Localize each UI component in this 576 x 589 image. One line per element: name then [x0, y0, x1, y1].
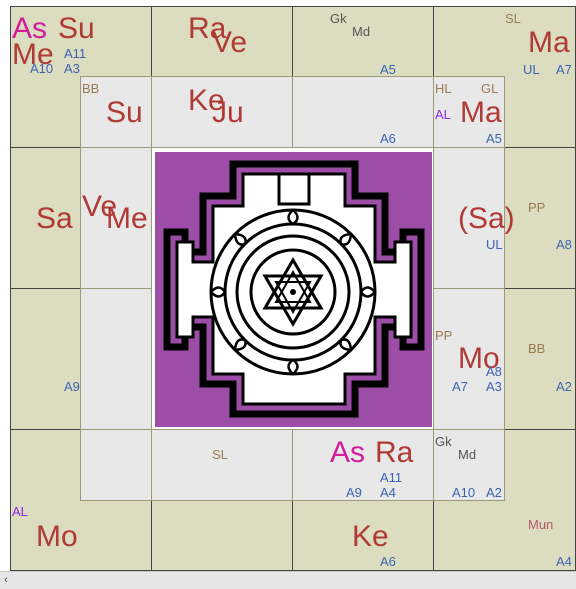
code-label: AL — [435, 107, 451, 122]
code-label: A5 — [380, 62, 396, 77]
sri-yantra-icon — [155, 152, 432, 427]
planet-mercury: Me — [106, 202, 148, 235]
code-label: Gk — [435, 434, 452, 449]
inner-cell-11 — [292, 429, 434, 501]
planet-mars: Ma — [460, 96, 502, 129]
inner-cell-8 — [433, 288, 505, 430]
inner-cell-9 — [80, 429, 152, 501]
code-label: A6 — [380, 554, 396, 569]
planet-ketu: Ke — [352, 520, 389, 553]
inner-cell-7 — [80, 288, 152, 430]
planet-mars: Ma — [528, 26, 570, 59]
inner-cell-10 — [151, 429, 293, 501]
planet-saturn-retro: (Sa) — [458, 202, 515, 235]
code-label: A7 — [556, 62, 572, 77]
code-label: A3 — [64, 61, 80, 76]
planet-sun: Su — [58, 12, 95, 45]
inner-cell-5 — [80, 147, 152, 289]
code-label: UL — [486, 237, 503, 252]
code-label: A5 — [486, 131, 502, 146]
planet-rahu: Ra — [375, 436, 414, 469]
planet-sun: Su — [106, 96, 143, 129]
code-label: SL — [212, 447, 228, 462]
code-label: A11 — [380, 470, 403, 485]
inner-cell-1 — [80, 76, 152, 148]
planet-rahu: Ra — [188, 12, 227, 45]
chevron-left-icon[interactable]: ‹ — [4, 574, 8, 586]
code-label: A9 — [64, 379, 80, 394]
inner-cell-2 — [151, 76, 293, 148]
planet-mercury: Me — [12, 38, 54, 71]
code-label: A9 — [346, 485, 362, 500]
code-label: A4 — [556, 554, 572, 569]
code-label: A2 — [556, 379, 572, 394]
planet-moon: Mo — [36, 520, 78, 553]
code-label: A10 — [30, 61, 54, 76]
planet-jupiter: Ju — [212, 96, 244, 129]
code-label: Gk — [330, 11, 347, 26]
code-label: AL — [12, 504, 28, 519]
code-label: A3 — [486, 379, 502, 394]
code-label: HL — [435, 81, 452, 96]
code-label: BB — [528, 341, 546, 356]
code-label: Md — [458, 447, 477, 462]
code-label: A6 — [380, 131, 396, 146]
code-label: A2 — [486, 485, 502, 500]
code-label: A11 — [64, 46, 87, 61]
inner-cell-12 — [433, 429, 505, 501]
planet-venus: Ve — [82, 190, 118, 223]
code-label: A8 — [556, 237, 572, 252]
planet-ketu: Ke — [188, 84, 225, 117]
planet-venus: Ve — [212, 26, 248, 59]
code-label: PP — [435, 328, 453, 343]
planet-ascendant: As — [12, 12, 48, 45]
planet-saturn: Sa — [36, 202, 73, 235]
planet-ascendant: As — [330, 436, 366, 469]
code-label: Md — [352, 24, 371, 39]
code-label: BB — [82, 81, 100, 96]
code-label: PP — [528, 200, 546, 215]
code-label: UL — [523, 62, 540, 77]
code-label: SL — [505, 11, 521, 26]
inner-cell-3 — [292, 76, 434, 148]
horizontal-scrollbar[interactable]: ‹ — [0, 571, 576, 589]
code-label: A10 — [452, 485, 476, 500]
code-label: Mun — [528, 517, 554, 532]
planet-moon: Mo — [458, 342, 500, 375]
inner-cell-4 — [433, 76, 505, 148]
code-label: GL — [481, 81, 499, 96]
code-label: A4 — [380, 485, 396, 500]
code-label: A7 — [452, 379, 468, 394]
code-label: A8 — [486, 364, 502, 379]
inner-cell-6 — [433, 147, 505, 289]
